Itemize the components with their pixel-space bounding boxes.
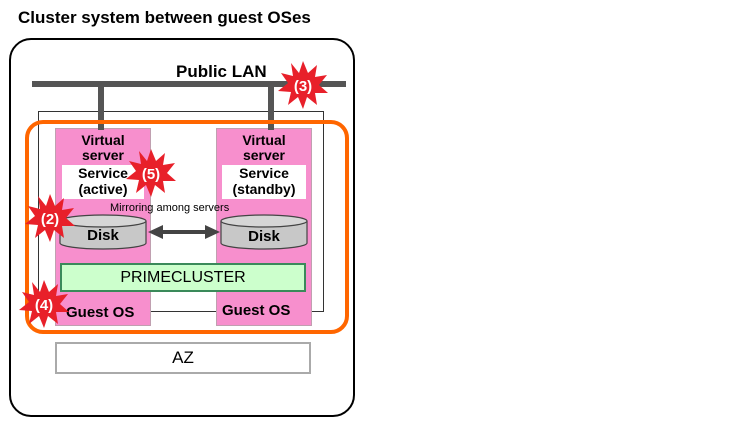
server-label-standby: Virtual server <box>216 133 312 163</box>
failure-marker-label: (4) <box>35 297 53 314</box>
primecluster-bar: PRIMECLUSTER <box>60 263 306 292</box>
service-line2: (active) <box>78 181 128 197</box>
disk-label-active: Disk <box>87 227 119 244</box>
cluster-boundary <box>25 120 349 334</box>
lan-link-standby <box>268 84 274 130</box>
public-lan-label: Public LAN <box>176 62 267 81</box>
failure-marker-label: (2) <box>41 211 59 228</box>
server-label-line2: server <box>81 147 125 163</box>
guest-os-standby: Guest OS <box>222 302 291 319</box>
service-line2: (standby) <box>232 181 296 197</box>
failure-marker-2: (2) <box>25 194 75 242</box>
failure-marker-label: (3) <box>294 78 312 95</box>
service-active: Service (active) <box>62 165 144 199</box>
server-label-active: Virtual server <box>55 133 151 163</box>
service-line1: Service <box>78 165 128 181</box>
failure-marker-5: (5) <box>126 149 176 197</box>
server-label-line2: server <box>242 147 286 163</box>
failure-marker-label: (5) <box>142 166 160 183</box>
service-standby: Service (standby) <box>222 165 306 199</box>
server-label-line1: Virtual <box>242 132 286 148</box>
lan-link-active <box>98 84 104 130</box>
diagram-title: Cluster system between guest OSes <box>18 8 311 27</box>
availability-zone: AZ <box>55 342 311 374</box>
disk-layer <box>59 214 308 250</box>
failure-markers: (3) (5) (2) (4) <box>19 61 328 328</box>
server-label-line1: Virtual <box>81 132 125 148</box>
guest-os-active: Guest OS <box>66 304 135 321</box>
mirroring-label: Mirroring among servers <box>110 202 230 214</box>
failure-marker-3: (3) <box>278 61 328 109</box>
disk-standby <box>220 214 308 250</box>
disk-label-standby: Disk <box>248 228 280 245</box>
public-lan-line <box>32 81 346 87</box>
cloud-boundary <box>9 38 355 417</box>
disk-active <box>59 214 147 250</box>
mirroring-arrow <box>148 225 220 239</box>
service-line1: Service <box>239 165 289 181</box>
failure-marker-4: (4) <box>19 280 69 328</box>
